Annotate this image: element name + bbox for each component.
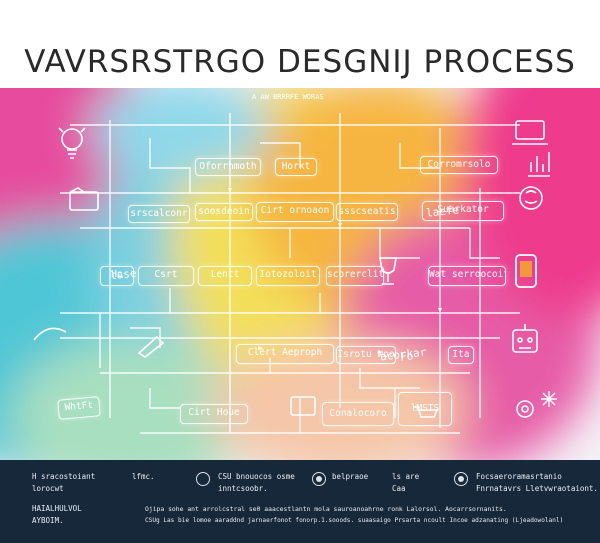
step-box-13[interactable]: scorerclit — [326, 266, 384, 286]
step-box-19[interactable]: Conalocoro — [322, 402, 394, 426]
cart-icon — [413, 406, 439, 418]
subtitle: A AW BRRRFE WORAS — [252, 93, 324, 101]
step-box-9[interactable]: Ho — [100, 266, 134, 286]
legend-row2-left1: HAIALHULVOL — [32, 504, 82, 513]
robot-icon — [512, 324, 538, 353]
screen-icon — [290, 396, 316, 416]
step-box-12[interactable]: Iotozoloit — [256, 266, 320, 286]
step-box-5[interactable]: soosdeoin — [195, 203, 253, 221]
legend-row2-line1: Ojipa sohe ant arrolcstral se0 aaacestla… — [145, 505, 507, 513]
legend-col5-line1: ls are — [392, 472, 420, 481]
step-box-4[interactable]: srscalconr — [128, 205, 190, 223]
tag-label-3: lase — [109, 266, 138, 283]
legend-col1-line2: lorocwt — [32, 484, 64, 493]
legend-col2-line1: lfmc. — [132, 472, 155, 481]
bulb-icon — [58, 127, 86, 159]
legend-circle-2 — [312, 472, 326, 486]
trophy-icon — [379, 257, 397, 285]
step-box-8[interactable]: Suarkator — [422, 201, 504, 221]
step-box-14[interactable]: Wat serroocoit — [428, 266, 506, 286]
step-box-18[interactable]: Cirt Houe — [180, 404, 248, 424]
header: VAVRSRSTRGO DESGNIJ PROCESS — [0, 0, 600, 88]
legend-col6-line2: Fnrnatavrs Lletvwraotaiont. — [476, 484, 598, 493]
step-box-1[interactable]: Oforrhmoth — [195, 158, 261, 176]
legend-col3-line2: inntcsoobr. — [218, 484, 268, 493]
legend-circle-3 — [454, 472, 468, 486]
step-box-6[interactable]: Cirt ornoaon — [256, 202, 334, 222]
page-title: VAVRSRSTRGO DESGNIJ PROCESS — [24, 44, 576, 80]
footer-legend: H sracostoiant lorocwt lfmc. CSU bnouoco… — [0, 460, 600, 543]
background-art — [0, 88, 600, 460]
step-box-15[interactable]: Clert Aeproph — [236, 344, 334, 364]
diagram-canvas: A AW BRRRFE WORAS Oforrhmoth Horkt Corro… — [0, 88, 600, 460]
star-icon — [541, 391, 557, 407]
step-box-11[interactable]: Lentt — [198, 266, 252, 286]
laptop-icon — [512, 120, 548, 145]
step-box-16[interactable]: Isrotu woo — [336, 346, 396, 364]
legend-col1-line1: H sracostoiant — [32, 472, 96, 481]
legend-row2-line2: CSUg Las bie lomoe aaraddnd jarnaerfonot… — [145, 517, 564, 524]
step-box-10[interactable]: Csrt — [138, 266, 194, 286]
pencil-icon — [137, 335, 165, 358]
legend-col4-line1: belpraoe — [332, 472, 369, 481]
step-box-7[interactable]: ssscseatis — [336, 203, 398, 221]
legend-col6-line1: Focsaeroramasrtanio — [476, 472, 562, 481]
legend-col3-line1: CSU bnouocos osme — [218, 472, 295, 481]
legend-row2-left2: AYBOIM. — [32, 516, 64, 525]
brain-icon — [519, 186, 543, 210]
step-box-21[interactable]: lMSTS — [398, 392, 452, 426]
phone-icon — [515, 254, 537, 288]
step-box-17[interactable]: Ita — [448, 346, 474, 364]
step-box-3[interactable]: Corromrsolo — [420, 156, 498, 174]
step-box-20[interactable]: WhtFt — [57, 396, 101, 420]
folder-icon — [69, 187, 99, 211]
flag-icon — [33, 327, 67, 341]
legend-circle-1 — [196, 472, 210, 486]
step-box-2[interactable]: Horkt — [275, 158, 317, 176]
chart-icon — [528, 152, 550, 177]
gear-icon — [516, 400, 534, 418]
legend-col5-line2: Caa — [392, 484, 406, 493]
